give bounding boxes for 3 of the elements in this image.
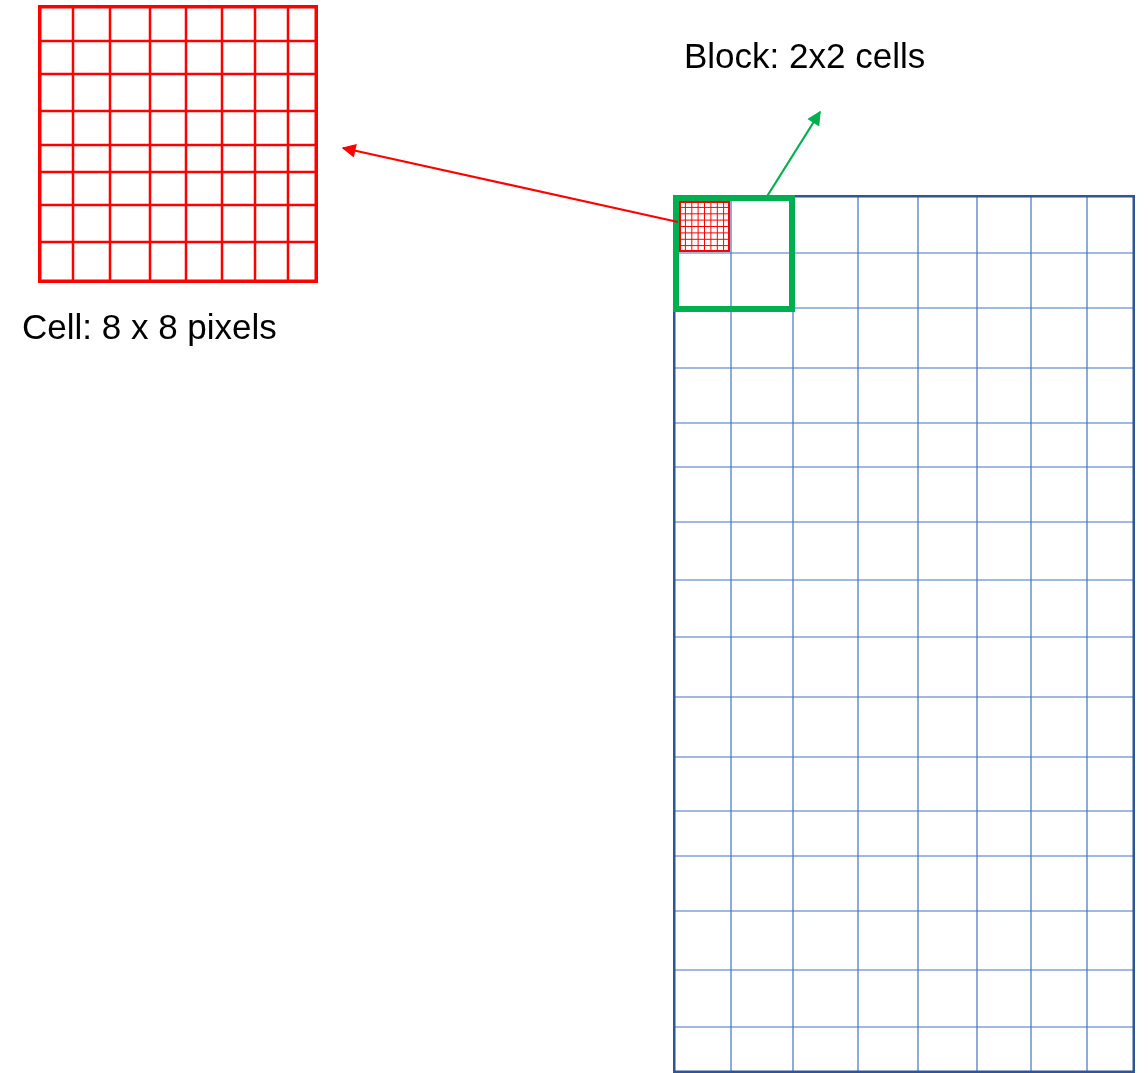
block-label: Block: 2x2 cells (684, 35, 926, 77)
arrow (341, 143, 679, 224)
node-label: Cell: 8 x 8 pixels (22, 306, 277, 348)
